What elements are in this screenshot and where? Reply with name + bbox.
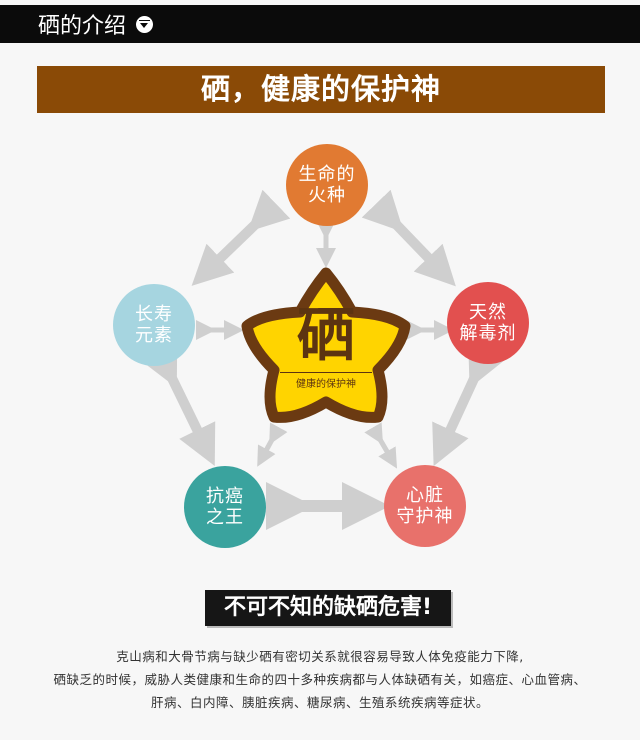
arrow-center-bottomright xyxy=(364,422,398,469)
star-shape xyxy=(241,267,411,423)
node-detox: 天然 解毒剂 xyxy=(447,282,529,364)
node-label: 解毒剂 xyxy=(459,323,517,344)
warning-title: 不可不知的缺硒危害! xyxy=(205,590,451,626)
node-life-fire: 生命的 火种 xyxy=(286,144,368,226)
arrow-top-right xyxy=(361,189,456,287)
selenium-char: 硒 xyxy=(296,301,355,369)
relationship-diagram xyxy=(141,189,505,530)
node-label: 天然 xyxy=(469,302,507,323)
node-label: 心脏 xyxy=(406,485,444,506)
section-header: 硒的介绍 xyxy=(0,5,640,43)
section-title: 硒的介绍 xyxy=(38,14,127,39)
node-label: 生命的 xyxy=(298,164,356,185)
banner-title: 硒，健康的保护神 xyxy=(37,66,605,113)
node-longevity: 长寿 元素 xyxy=(113,284,195,366)
center-star: 硒 健康的保护神 xyxy=(280,300,372,390)
node-label: 之王 xyxy=(206,507,244,528)
arrow-right-bottomright xyxy=(432,343,505,467)
node-label: 元素 xyxy=(135,325,173,346)
node-label: 守护神 xyxy=(396,506,454,527)
description-line: 肝病、白内障、胰脏疾病、糖尿病、生殖系统疾病等症状。 xyxy=(150,695,489,710)
arrow-top-left xyxy=(191,189,291,286)
node-label: 抗癌 xyxy=(206,486,244,507)
node-anti-cancer: 抗癌 之王 xyxy=(184,466,266,548)
description-line: 克山病和大骨节病与缺少硒有密切关系就很容易导致人体免疫能力下降, xyxy=(116,649,524,664)
description-line: 硒缺乏的时候，威胁人类健康和生命的四十多种疾病都与人体缺硒有关，如癌症、心血管病… xyxy=(53,672,587,687)
description: 克山病和大骨节病与缺少硒有密切关系就很容易导致人体免疫能力下降, 硒缺乏的时候，… xyxy=(0,645,640,714)
star-subtitle: 健康的保护神 xyxy=(280,372,372,390)
arrow-left-bottomleft xyxy=(141,343,216,466)
node-label: 火种 xyxy=(308,185,346,206)
node-heart-guardian: 心脏 守护神 xyxy=(384,465,466,547)
arrow-center-bottomleft xyxy=(257,422,288,467)
chevron-down-circle-icon[interactable] xyxy=(136,15,154,33)
node-label: 长寿 xyxy=(135,304,173,325)
